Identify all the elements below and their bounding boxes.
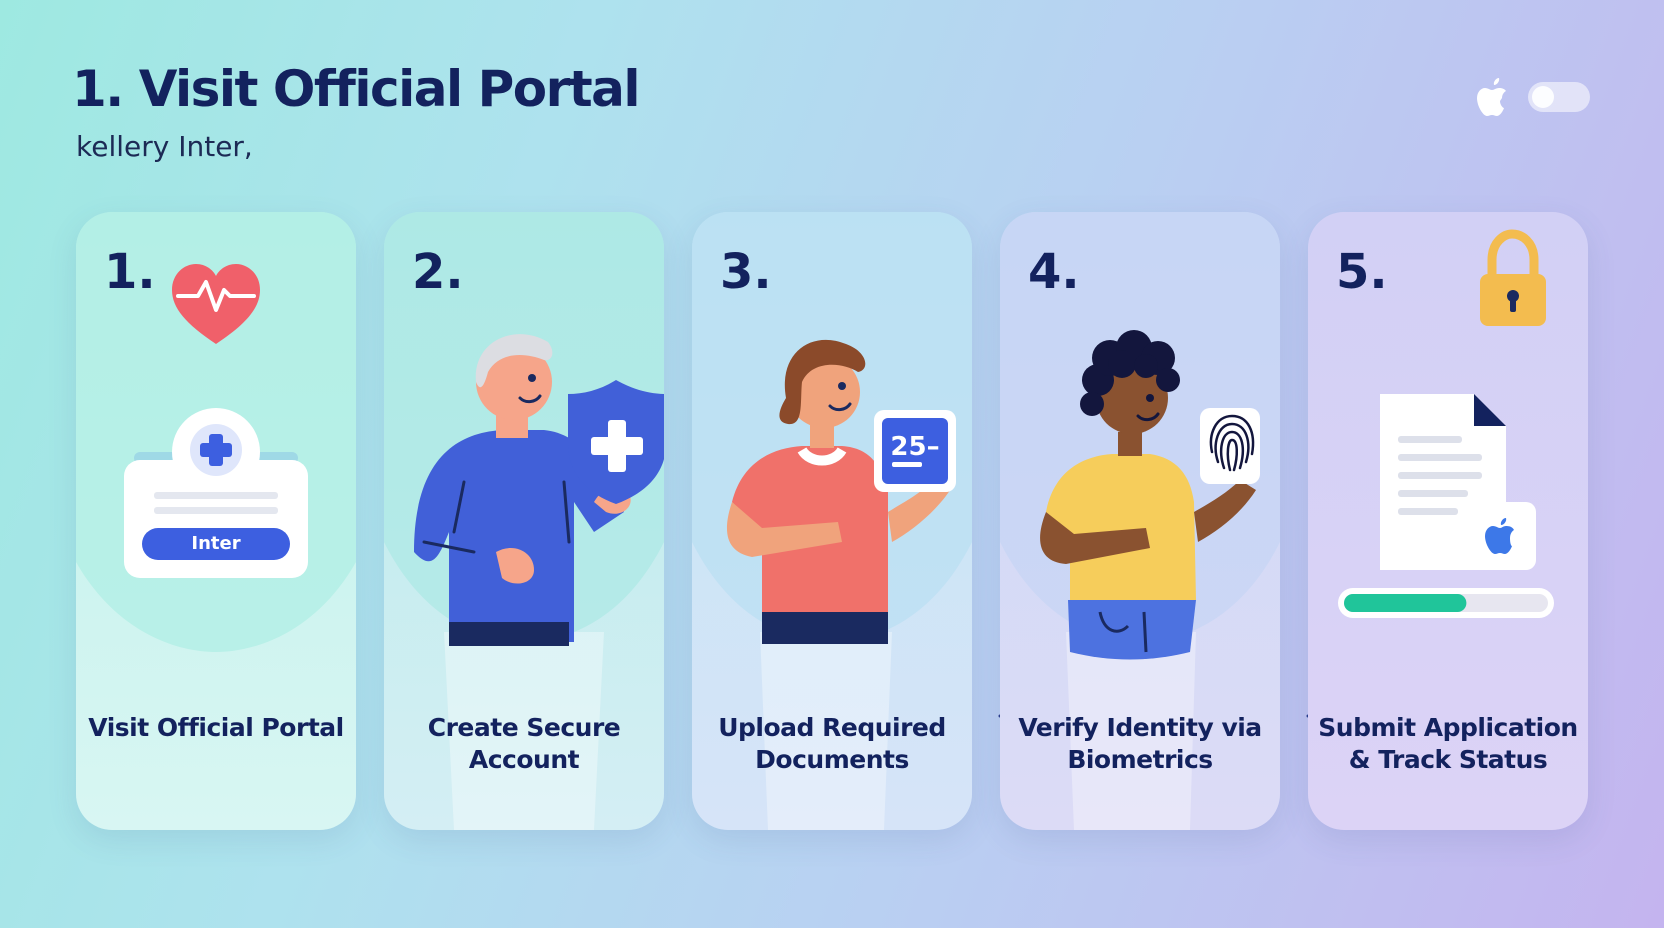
top-right-controls [1474,74,1590,120]
step-card-2[interactable]: 2. Create Secure Account [384,212,664,830]
toggle-knob [1532,86,1554,108]
step-card-5[interactable]: 5. Submit Application & Track Status [1308,212,1588,830]
page-title: 1. Visit Official Portal [72,60,641,118]
step-5-label: Submit Application & Track Status [1318,713,1578,774]
step-3-label: Upload Required Documents [718,713,946,774]
step-3-illustration: 25– [692,212,972,830]
step-4-number: 4. [1028,244,1080,300]
step-1-number: 1. [104,244,156,300]
step-1-button[interactable]: Inter [142,528,290,560]
step-2-label: Create Secure Account [427,713,621,774]
step-card-1[interactable]: 1. Inter Visit Official Portal [76,212,356,830]
step-5-illustration [1338,229,1554,618]
page-subtitle: kellery Inter, [76,130,253,163]
fingerprint-icon [1200,408,1260,484]
person-figure [1040,330,1256,660]
step-1-label: Visit Official Portal [88,713,344,742]
step-4-illustration [1000,212,1280,830]
step-2-illustration [384,212,664,830]
toggle-switch[interactable] [1528,82,1590,112]
padlock-icon [1480,229,1546,326]
step-2-number: 2. [412,244,464,300]
woman-figure [726,339,954,644]
shield-plus-icon [568,380,664,504]
step-3-number: 3. [720,244,772,300]
progress-bar [1338,588,1554,618]
heart-pulse-icon [172,264,260,344]
step-card-3[interactable]: 25– 3. Upload Required Documents [692,212,972,830]
document-card-text: 25– [890,432,939,462]
step-1-illustration [76,212,356,652]
document-card-icon: 25– [874,410,956,492]
apple-badge-icon [1472,502,1536,570]
step-4-label: Verify Identity via Biometrics [1018,713,1262,774]
step-card-4[interactable]: 4. Verify Identity via Biometrics [1000,212,1280,830]
elderly-person-figure [414,334,631,646]
step-5-number: 5. [1336,244,1388,300]
portal-window-icon [124,408,308,578]
apple-icon[interactable] [1474,74,1514,120]
step-1-button-label: Inter [191,533,241,554]
